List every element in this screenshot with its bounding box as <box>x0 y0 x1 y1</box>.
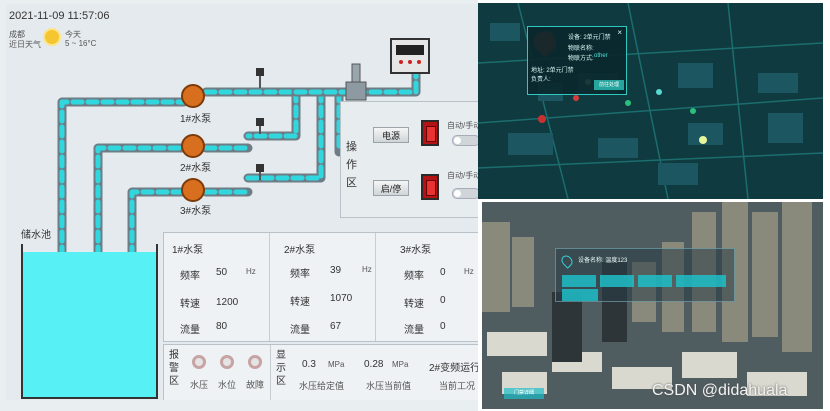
pump-3-label: 3#水泵 <box>180 206 212 217</box>
3d-city-view[interactable]: 门禁详细 <box>482 202 823 409</box>
pump-3-flow: 0 <box>440 321 446 332</box>
city-bottom-button[interactable]: 门禁详细 <box>504 388 544 399</box>
start-stop-switch[interactable] <box>421 174 439 200</box>
auto-manual-toggle-2[interactable] <box>452 188 480 199</box>
alarm-area-label: 报警区 <box>169 350 179 387</box>
operation-area: 操作区 电源 自动/手动 启/停 自动/手动 <box>340 101 480 218</box>
pump-2-icon[interactable] <box>181 134 205 158</box>
display-area-label: 显示区 <box>276 350 286 387</box>
tank-label: 储水池 <box>21 230 51 241</box>
pump-3-freq: 0 <box>440 267 446 278</box>
pump-1-icon[interactable] <box>181 84 205 108</box>
csdn-watermark: CSDN @didahuala <box>652 382 788 399</box>
pump-2-data: 2#水泵 频率 39 Hz 转速 1070 流量 67 <box>270 233 376 341</box>
pressure-current-value: 0.28 <box>364 359 384 370</box>
city-info-panel: 设备名称: 温度123 <box>555 248 735 302</box>
start-stop-button[interactable]: 启/停 <box>373 180 409 196</box>
valve-icon <box>256 68 264 76</box>
auto-manual-label-2: 自动/手动 <box>447 171 480 180</box>
pump-1-speed: 1200 <box>216 297 239 308</box>
pump-3-icon[interactable] <box>181 178 205 202</box>
marker-icon <box>559 253 575 269</box>
operation-area-label: 操作区 <box>346 141 357 189</box>
info-chip <box>562 289 598 301</box>
info-chip <box>600 275 634 287</box>
map-info-popup: 设备: 2单元门禁 × 物联名称: 物联方式: other 地址: 2单元门禁 … <box>527 26 627 95</box>
today-label: 今天 <box>65 30 81 39</box>
pump-3-speed: 0 <box>440 295 446 306</box>
scada-panel: 2021-11-09 11:57:06 成都 近日天气 今天 5 ~ 16°C <box>6 4 480 400</box>
info-chip <box>638 275 672 287</box>
auto-manual-label-1: 自动/手动 <box>447 121 480 130</box>
piping-diagram <box>21 38 430 399</box>
water-level-alarm-icon <box>220 355 234 369</box>
operating-mode-value: 2#变频运行 <box>429 363 480 374</box>
go-handle-button[interactable]: 前往处理 <box>594 80 624 90</box>
pump-1-label: 1#水泵 <box>180 114 212 125</box>
popup-close-icon[interactable]: × <box>617 28 622 37</box>
pump-1-flow: 80 <box>216 321 228 332</box>
pump-3-data: 3#水泵 频率 0 Hz 转速 0 流量 0 <box>400 245 474 336</box>
alarm-display-area: 报警区 水压 水位 故障 显示区 0.3 MPa 水压给定值 0.28 MPa … <box>163 344 480 400</box>
sun-icon <box>45 30 59 44</box>
fault-alarm-icon <box>248 355 262 369</box>
pump-1-freq: 50 <box>216 267 228 278</box>
water-pressure-alarm-icon <box>192 355 206 369</box>
auto-manual-toggle-1[interactable] <box>452 135 480 146</box>
temperature: 5 ~ 16°C <box>65 39 97 48</box>
weather-label: 近日天气 <box>9 40 41 49</box>
pump-data-table: 1#水泵 频率 50 Hz 转速 1200 流量 80 2#水泵 频率 39 H… <box>163 232 480 342</box>
pressure-setpoint-value: 0.3 <box>302 359 316 370</box>
pump-2-freq: 39 <box>330 265 342 276</box>
city-label: 成都 <box>9 30 25 39</box>
datetime: 2021-11-09 11:57:06 <box>9 10 110 22</box>
info-chip <box>562 275 596 287</box>
city-buildings <box>482 202 823 409</box>
pump-2-flow: 67 <box>330 321 342 332</box>
power-switch[interactable] <box>421 120 439 146</box>
pump-1-data: 1#水泵 频率 50 Hz 转速 1200 流量 80 <box>164 233 270 341</box>
pump-2-label: 2#水泵 <box>180 163 212 174</box>
power-button[interactable]: 电源 <box>373 127 409 143</box>
pump-2-speed: 1070 <box>330 293 353 304</box>
info-chip <box>676 275 726 287</box>
